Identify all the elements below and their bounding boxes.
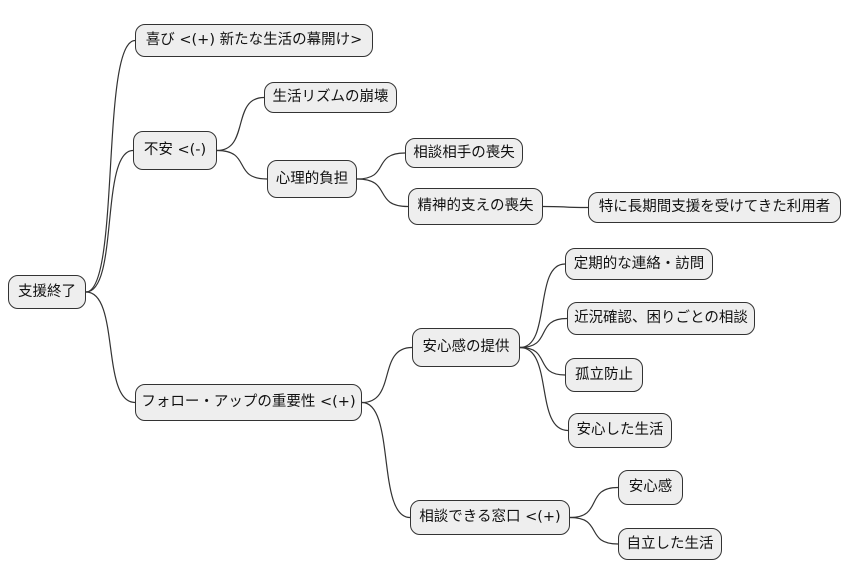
mindmap-node-kinkyou: 近況確認、困りごとの相談 [567, 302, 755, 335]
edge-anshin_teikyou-to-koritsu [519, 346, 566, 376]
edge-shinri-to-seishin [356, 178, 409, 208]
node-label: 喜び <(+) 新たな生活の幕開け> [145, 32, 363, 49]
mindmap-node-soudan_aite: 相談相手の喪失 [405, 138, 523, 168]
edge-follow-to-anshin_teikyou [361, 346, 413, 404]
node-label: 生活リズムの崩壊 [272, 89, 389, 106]
node-label: 安心感の提供 [422, 339, 510, 356]
node-label: 近況確認、困りごとの相談 [574, 310, 748, 327]
mindmap-node-teiki: 定期的な連絡・訪問 [565, 248, 713, 280]
mindmap-node-anshin_teikyou: 安心感の提供 [412, 328, 520, 367]
edge-fuan-to-shinri [216, 149, 268, 180]
mindmap-node-anshinkan: 安心感 [618, 470, 683, 505]
node-label: 相談できる窓口 <(+) [419, 509, 561, 526]
mindmap-node-follow: フォロー・アップの重要性 <(+) [135, 384, 362, 421]
node-label: 特に長期間支援を受けてきた利用者 [598, 199, 831, 216]
node-label: 定期的な連絡・訪問 [573, 255, 705, 272]
mindmap-node-madoguchi: 相談できる窓口 <(+) [410, 500, 570, 535]
node-label: 安心感 [628, 479, 673, 496]
node-label: 安心した生活 [576, 422, 664, 439]
node-label: 精神的支えの喪失 [417, 198, 534, 215]
edge-anshin_teikyou-to-teiki [519, 263, 566, 349]
edge-madoguchi-to-anshinkan [569, 486, 619, 519]
mindmap-node-shien: 支援終了 [8, 275, 86, 309]
mindmap-node-fuan: 不安 <(-) [133, 131, 217, 170]
mindmap-node-seishin: 精神的支えの喪失 [408, 188, 543, 225]
edge-shien-to-yorokobi [85, 39, 136, 293]
edge-anshin_teikyou-to-kinkyou [519, 317, 568, 349]
mindmap-node-tokuni: 特に長期間支援を受けてきた利用者 [588, 192, 841, 223]
mindmap-node-anshin_seikatsu: 安心した生活 [568, 413, 672, 448]
mindmap-node-shinri: 心理的負担 [267, 160, 357, 198]
mindmap-node-jiritsu: 自立した生活 [618, 528, 722, 560]
node-label: 自立した生活 [626, 535, 714, 552]
edge-shien-to-fuan [85, 149, 134, 293]
edge-shien-to-follow [85, 291, 136, 404]
edge-follow-to-madoguchi [361, 401, 411, 519]
node-label: 不安 <(-) [143, 142, 207, 159]
node-label: フォロー・アップの重要性 <(+) [141, 394, 356, 411]
node-label: 心理的負担 [275, 170, 349, 187]
edge-anshin_teikyou-to-anshin_seikatsu [519, 346, 569, 432]
mindmap-node-koritsu: 孤立防止 [565, 358, 643, 392]
edge-madoguchi-to-jiritsu [569, 516, 619, 545]
edge-shinri-to-soudan_aite [356, 152, 406, 180]
node-label: 相談相手の喪失 [413, 144, 515, 161]
edge-seishin-to-tokuni [542, 205, 589, 209]
node-label: 孤立防止 [575, 366, 633, 383]
edge-fuan-to-seikatsu_rhythm [216, 96, 265, 152]
node-label: 支援終了 [18, 283, 76, 300]
mindmap-node-yorokobi: 喜び <(+) 新たな生活の幕開け> [135, 24, 373, 57]
mindmap-node-seikatsu_rhythm: 生活リズムの崩壊 [264, 82, 397, 113]
